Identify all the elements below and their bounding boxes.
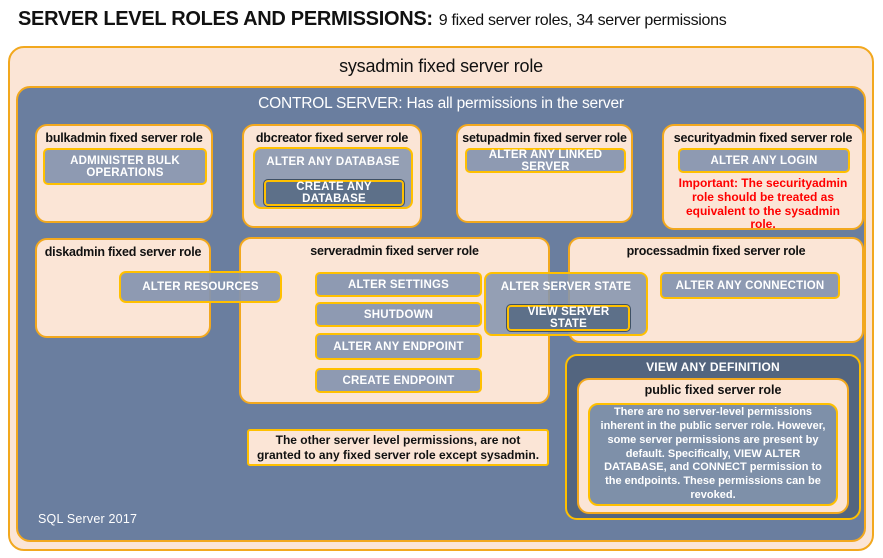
sql-server-version-label: SQL Server 2017 [38, 512, 138, 526]
permission-administer-bulk-operations: ADMINISTER BULK OPERATIONS [43, 148, 207, 185]
sysadmin-role-title: sysadmin fixed server role [339, 56, 543, 76]
permission-create-any-database: CREATE ANY DATABASE [263, 179, 405, 207]
page-title-main: SERVER LEVEL ROLES AND PERMISSIONS: [18, 8, 433, 30]
page-title-subtitle: 9 fixed server roles, 34 server permissi… [438, 12, 727, 29]
bulkadmin-role-title: bulkadmin fixed server role [45, 131, 203, 145]
permission-shutdown: SHUTDOWN [315, 302, 482, 327]
permission-alter-resources: ALTER RESOURCES [119, 271, 282, 303]
processadmin-role-title: processadmin fixed server role [626, 244, 806, 258]
dbcreator-role-title: dbcreator fixed server role [255, 131, 409, 145]
public-role-description-box: There are no server-level permissions in… [588, 403, 838, 506]
permission-alter-settings: ALTER SETTINGS [315, 272, 482, 297]
permission-view-any-definition: VIEW ANY DEFINITION public fixed server … [565, 354, 861, 520]
permission-create-endpoint: CREATE ENDPOINT [315, 368, 482, 393]
permission-alter-any-linked-server: ALTER ANY LINKED SERVER [465, 148, 626, 173]
permission-alter-any-login: ALTER ANY LOGIN [678, 148, 850, 173]
public-role-description-text: There are no server-level permissions in… [600, 406, 826, 501]
other-permissions-note-box: The other server level permissions, are … [247, 429, 549, 466]
permission-alter-any-database-label: ALTER ANY DATABASE [266, 156, 400, 168]
sysadmin-role-box: sysadmin fixed server role CONTROL SERVE… [8, 46, 874, 551]
dbcreator-role-box: dbcreator fixed server role ALTER ANY DA… [242, 124, 422, 228]
permission-alter-server-state: ALTER SERVER STATE VIEW SERVER STATE [484, 272, 648, 336]
page-title: SERVER LEVEL ROLES AND PERMISSIONS: 9 fix… [18, 8, 727, 31]
diskadmin-role-title: diskadmin fixed server role [44, 245, 202, 259]
permission-alter-any-connection: ALTER ANY CONNECTION [660, 272, 840, 299]
setupadmin-role-title: setupadmin fixed server role [462, 131, 627, 145]
permission-view-any-definition-label: VIEW ANY DEFINITION [646, 360, 780, 374]
securityadmin-role-title: securityadmin fixed server role [673, 131, 853, 145]
public-role-box: public fixed server role There are no se… [577, 378, 849, 514]
serveradmin-role-title: serveradmin fixed server role [310, 244, 479, 258]
permission-alter-any-database: ALTER ANY DATABASE CREATE ANY DATABASE [253, 147, 413, 209]
control-server-box: CONTROL SERVER: Has all permissions in t… [16, 86, 866, 542]
permission-alter-server-state-label: ALTER SERVER STATE [500, 281, 632, 293]
securityadmin-warning-text: Important: The securityadmin role should… [678, 176, 848, 232]
permission-view-server-state: VIEW SERVER STATE [506, 304, 631, 332]
securityadmin-role-box: securityadmin fixed server role ALTER AN… [662, 124, 864, 232]
other-permissions-note-text: The other server level permissions, are … [256, 433, 540, 462]
bulkadmin-role-box: bulkadmin fixed server role ADMINISTER B… [35, 124, 213, 223]
public-role-title: public fixed server role [644, 383, 782, 397]
permission-alter-any-endpoint: ALTER ANY ENDPOINT [315, 333, 482, 360]
control-server-title: CONTROL SERVER: Has all permissions in t… [258, 95, 624, 112]
setupadmin-role-box: setupadmin fixed server role ALTER ANY L… [456, 124, 633, 223]
